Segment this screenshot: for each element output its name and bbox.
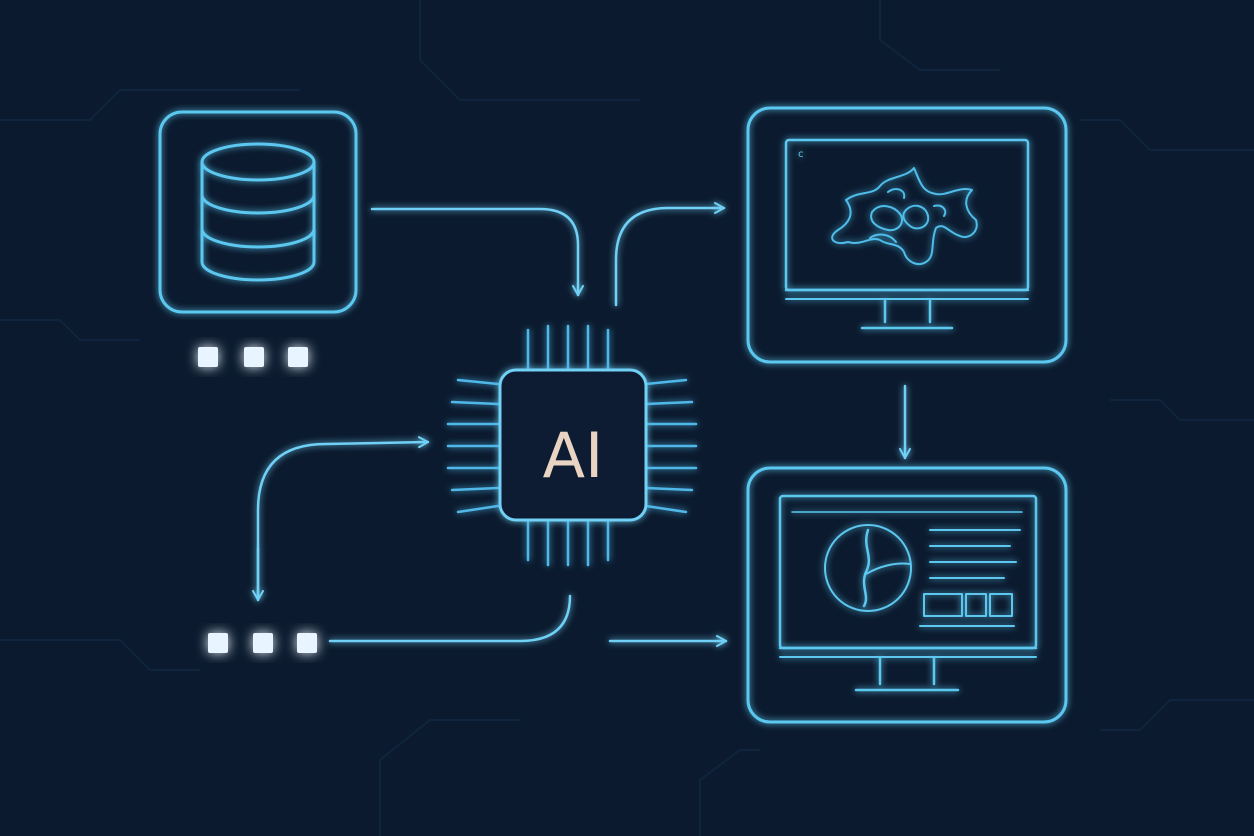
indicator-square (253, 633, 273, 653)
arrow-ai-to-top-monitor (614, 202, 726, 307)
top-monitor-stand (860, 298, 954, 330)
bottom-monitor-stand (854, 656, 960, 692)
top-monitor-frame (746, 106, 1068, 364)
chip-label: AI (543, 419, 604, 492)
indicator-square (288, 347, 308, 367)
top-indicator-squares (198, 347, 308, 367)
dashboard-bar-block (965, 593, 987, 617)
indicator-square (208, 633, 228, 653)
top-monitor-node: c (746, 106, 1068, 364)
dashboard-gauge-icon (824, 524, 912, 612)
database-icon (200, 142, 316, 282)
screen-corner-glyph: c (798, 149, 804, 160)
indicator-square (297, 633, 317, 653)
database-box (158, 110, 358, 314)
line-squares-to-ai (328, 594, 572, 643)
chip-body (498, 368, 648, 522)
database-node (158, 110, 358, 314)
indicator-square (244, 347, 264, 367)
chip-pins (446, 324, 698, 567)
monitor-dashboard-icon (791, 511, 1023, 627)
connectors (252, 202, 911, 647)
bottom-monitor-frame (746, 466, 1068, 724)
indicator-square (198, 347, 218, 367)
ai-chip-icon: AI (446, 324, 698, 567)
monitor-molecule-icon (831, 167, 978, 266)
bottom-monitor-node (746, 466, 1068, 724)
arrow-loop-to-ai (256, 436, 430, 600)
bottom-indicator-squares (208, 633, 317, 653)
dashboard-bar-block (989, 593, 1013, 617)
arrow-database-to-ai (370, 207, 584, 297)
top-monitor-screen (784, 138, 1030, 292)
dashboard-bar-block (923, 593, 963, 617)
